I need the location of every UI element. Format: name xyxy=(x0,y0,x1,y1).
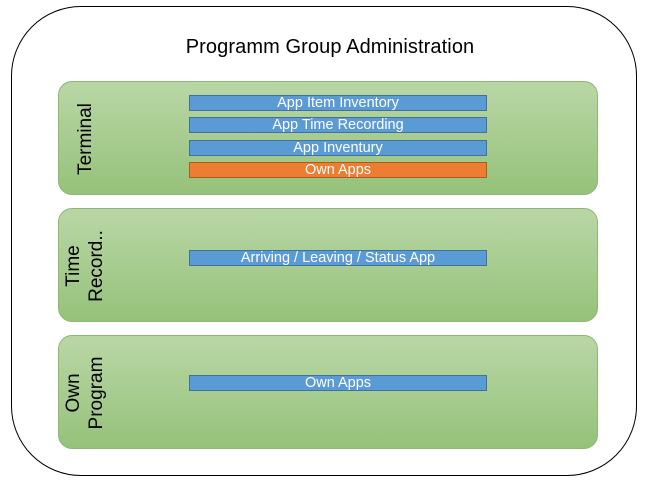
group-label-terminal: Terminal xyxy=(57,84,113,194)
arriving-leaving-status-app[interactable]: Arriving / Leaving / Status App xyxy=(189,250,487,266)
group-label-line: Record.. xyxy=(86,230,107,302)
own-apps-program[interactable]: Own Apps xyxy=(189,375,487,391)
group-label-line: Time xyxy=(63,245,84,287)
group-label-own-program: Own Program xyxy=(57,338,113,448)
group-label-line: Program xyxy=(86,356,107,430)
diagram-title: Programm Group Administration xyxy=(185,36,475,58)
group-label-line: Own xyxy=(63,373,84,413)
group-label-time-recording: Time Record.. xyxy=(57,211,113,321)
app-inventury[interactable]: App Inventury xyxy=(189,140,487,156)
app-time-recording[interactable]: App Time Recording xyxy=(189,117,487,133)
app-item-inventory[interactable]: App Item Inventory xyxy=(189,95,487,111)
group-own-program: Own Program Own Apps xyxy=(58,335,598,449)
group-terminal: Terminal App Item Inventory App Time Rec… xyxy=(58,81,598,195)
own-apps-terminal[interactable]: Own Apps xyxy=(189,162,487,178)
group-label-line: Terminal xyxy=(74,103,96,175)
group-time-recording: Time Record.. Arriving / Leaving / Statu… xyxy=(58,208,598,322)
